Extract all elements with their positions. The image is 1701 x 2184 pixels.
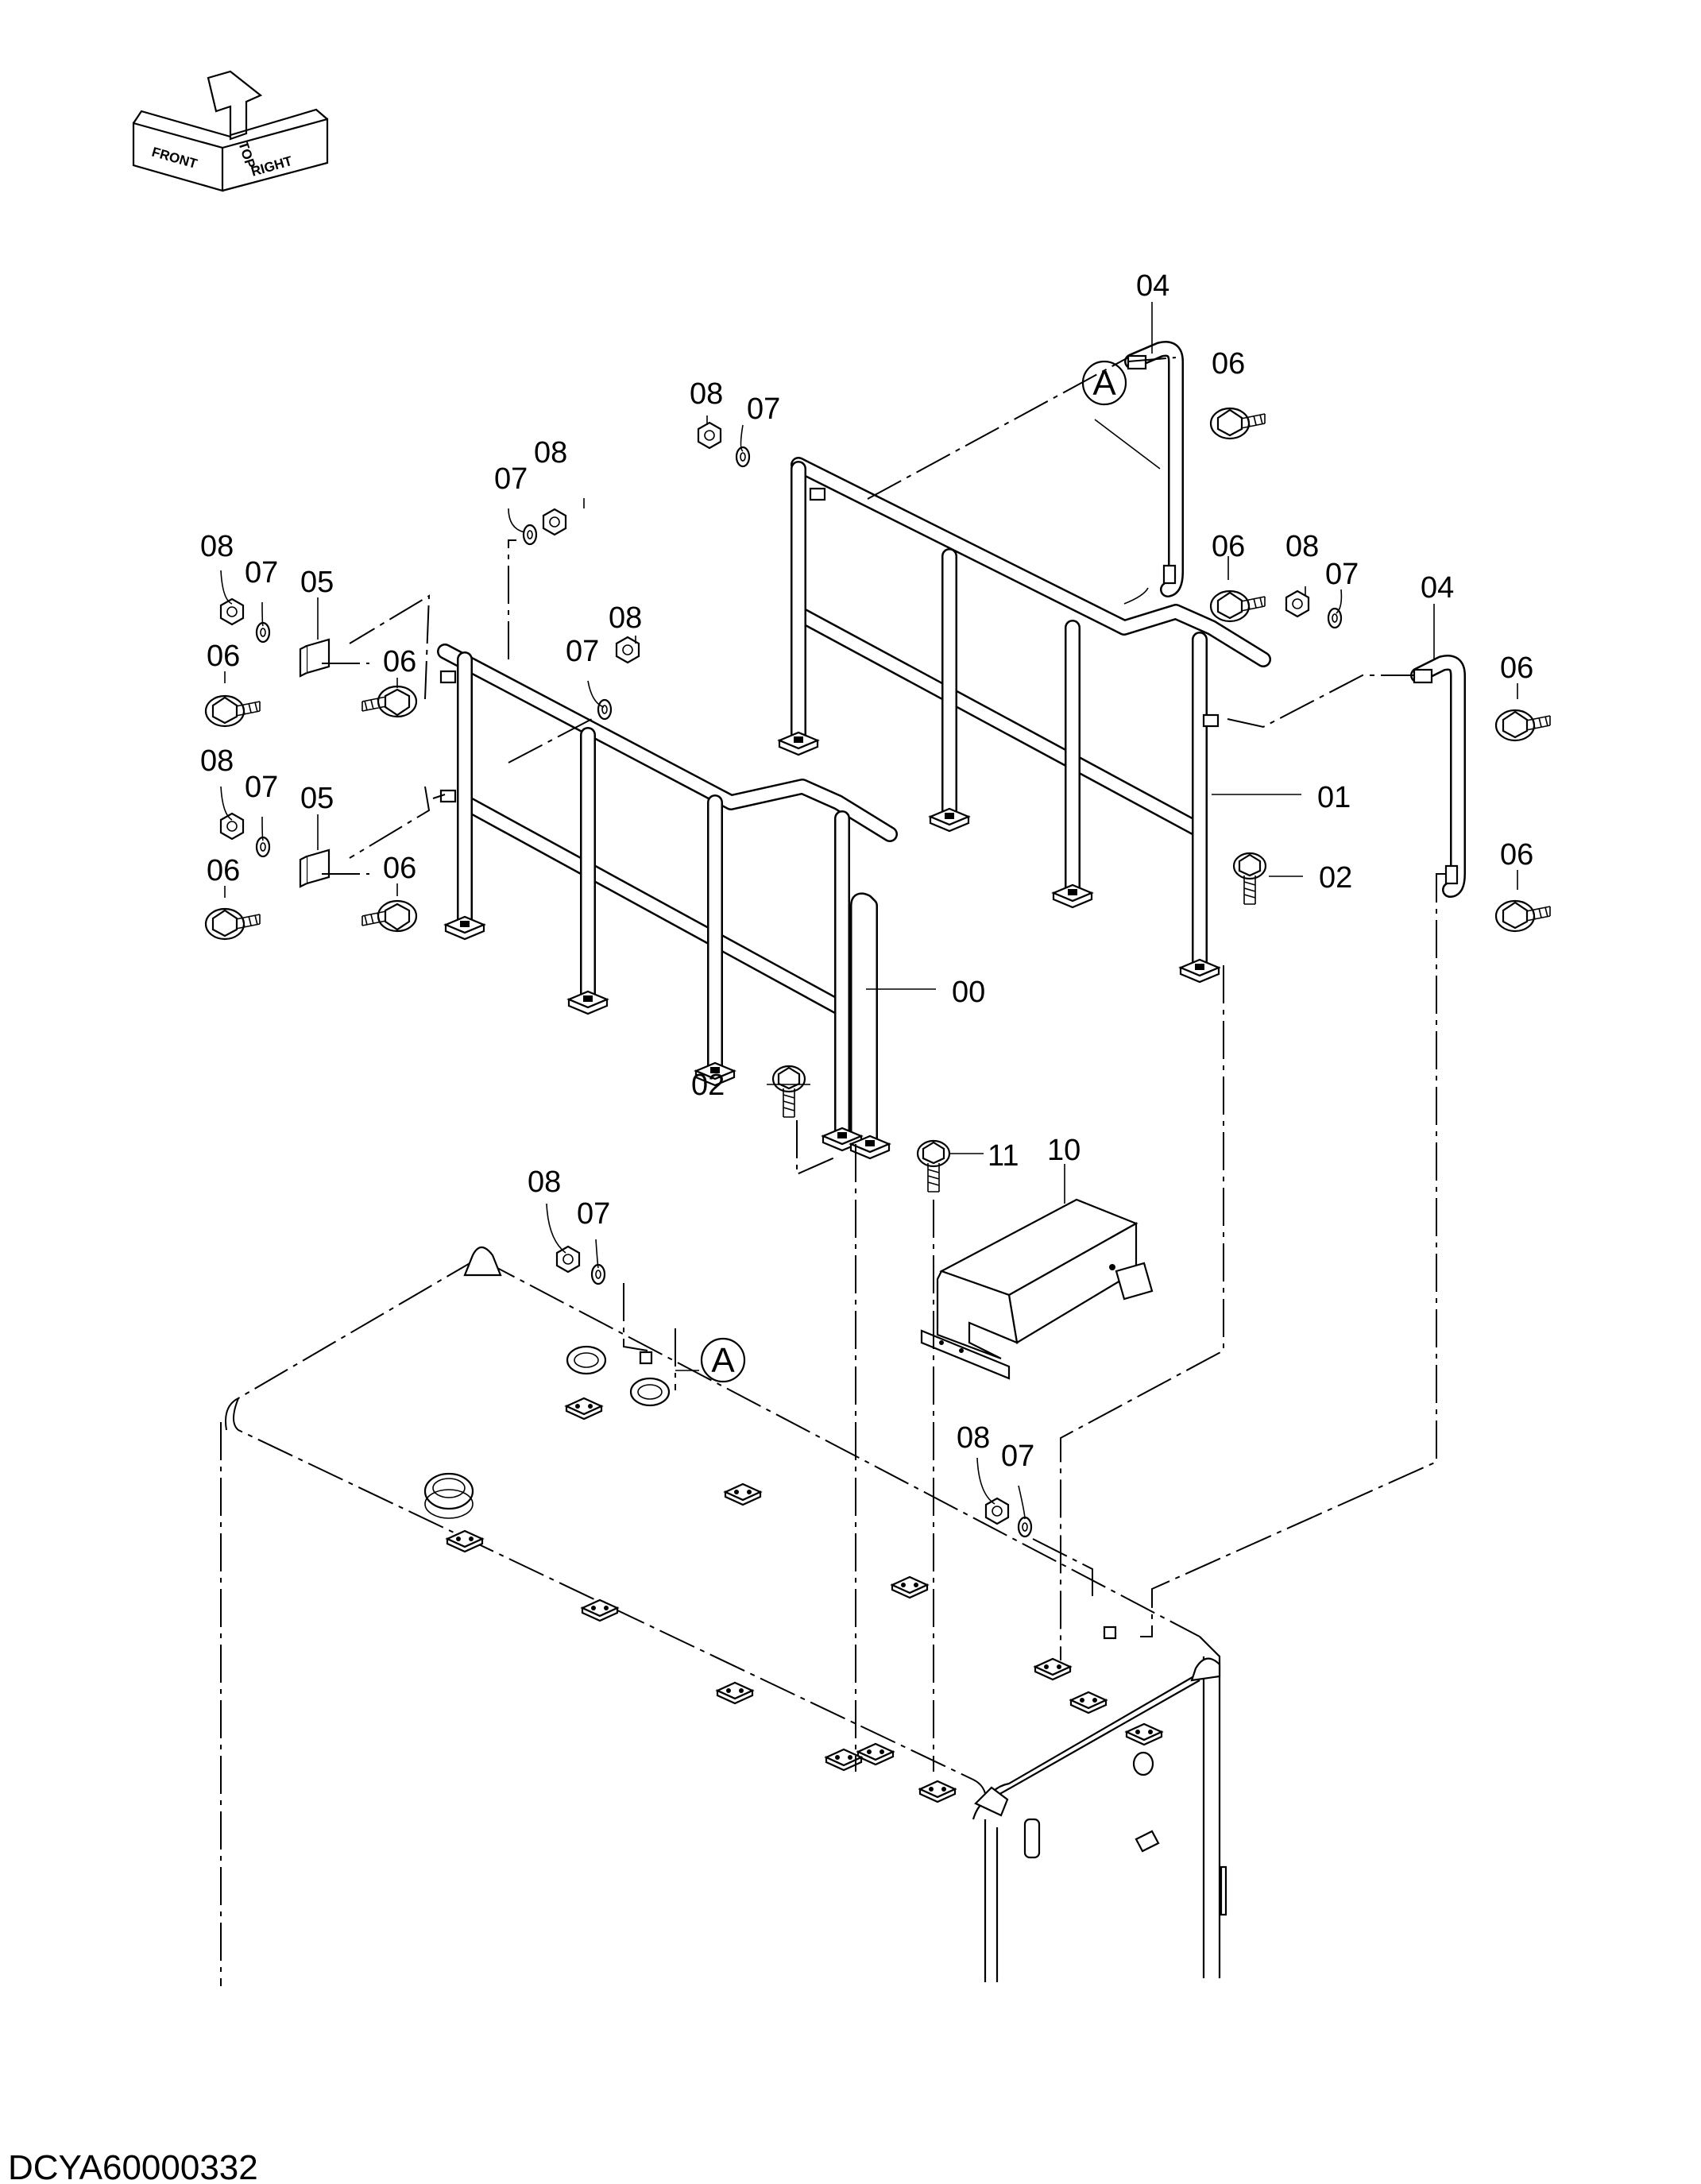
nut-08-mid	[542, 508, 567, 536]
handrail-rear-01	[778, 457, 1271, 984]
detail-marker-a-label: A	[1092, 364, 1116, 403]
nut-08-tank-right	[984, 1497, 1010, 1525]
nut-08-bracket-lower	[219, 812, 245, 841]
orientation-front-label: FRONT	[150, 145, 199, 172]
callout-06: 06	[207, 640, 240, 673]
phantom-lines	[322, 357, 1446, 1772]
bracket-05-upper	[299, 638, 331, 678]
bolt-06-f	[361, 685, 418, 718]
callout-07: 07	[1325, 558, 1359, 591]
callout-02: 02	[691, 1069, 725, 1102]
callout-06: 06	[383, 852, 416, 885]
bolt-06-b	[1209, 589, 1266, 623]
callout-08: 08	[200, 530, 234, 563]
callout-08: 08	[609, 601, 642, 635]
callout-08: 08	[200, 744, 234, 778]
bracket-05-lower	[299, 848, 331, 888]
bolt-06-g	[204, 907, 261, 941]
callout-00: 00	[952, 976, 985, 1009]
bolt-02-right	[1232, 852, 1267, 906]
bolt-02-front	[771, 1065, 806, 1119]
callout-labels: 01 00 02 02 04 04 05 05 06 06 06 06 06 0…	[200, 269, 1533, 1473]
hydraulic-tank	[220, 1246, 1227, 1986]
callout-04: 04	[1136, 269, 1169, 303]
callout-08: 08	[957, 1421, 990, 1455]
callout-05: 05	[300, 782, 334, 815]
callout-08: 08	[534, 436, 567, 470]
cover-10	[920, 1198, 1154, 1380]
washer-07-rear-left	[735, 446, 751, 468]
bolt-11	[916, 1139, 951, 1193]
handrail-front-00	[437, 644, 898, 1160]
nut-08-tank	[555, 1245, 581, 1274]
washer-07-front-top	[597, 698, 613, 721]
side-rail-04-rear	[1124, 341, 1184, 597]
callout-08: 08	[528, 1165, 561, 1199]
nut-08-bracket-upper	[219, 597, 245, 626]
callout-06: 06	[1500, 838, 1533, 872]
callout-06: 06	[1500, 651, 1533, 685]
washer-07-mid	[522, 524, 538, 546]
bolt-06-h	[361, 899, 418, 933]
callout-08: 08	[690, 377, 723, 411]
callout-06: 06	[207, 854, 240, 887]
bolt-06-d	[1494, 899, 1552, 933]
detail-marker-a-lower: A	[700, 1337, 746, 1383]
callout-10: 10	[1047, 1134, 1081, 1167]
drawing-id: DCYA60000332	[8, 2148, 258, 2184]
callout-04: 04	[1421, 571, 1454, 605]
callout-07: 07	[245, 771, 278, 804]
leader-lines	[220, 302, 1518, 1520]
nut-08-rear-left	[697, 421, 722, 450]
detail-marker-a-upper: A	[1081, 360, 1127, 406]
callout-06: 06	[383, 645, 416, 678]
callout-01: 01	[1317, 781, 1351, 814]
callout-08: 08	[1285, 530, 1319, 563]
callout-06: 06	[1212, 347, 1245, 381]
callout-07: 07	[577, 1197, 610, 1231]
callout-07: 07	[494, 462, 528, 496]
callout-07: 07	[566, 635, 599, 668]
washer-07-tank-right	[1017, 1516, 1033, 1538]
callout-02: 02	[1319, 861, 1352, 895]
callout-07: 07	[245, 556, 278, 589]
orientation-symbol: FRONT TOP RIGHT	[132, 70, 329, 192]
bolt-06-c	[1494, 709, 1552, 742]
callout-07: 07	[1001, 1440, 1034, 1473]
bolt-06-e	[204, 694, 261, 728]
detail-marker-a-label: A	[711, 1341, 735, 1380]
washer-07-right	[1327, 607, 1343, 629]
bolt-06-a	[1209, 407, 1266, 440]
side-rail-04-right	[1410, 655, 1466, 898]
callout-11: 11	[988, 1139, 1019, 1173]
callout-07: 07	[747, 392, 780, 426]
callout-05: 05	[300, 566, 334, 599]
callout-06: 06	[1212, 530, 1245, 563]
